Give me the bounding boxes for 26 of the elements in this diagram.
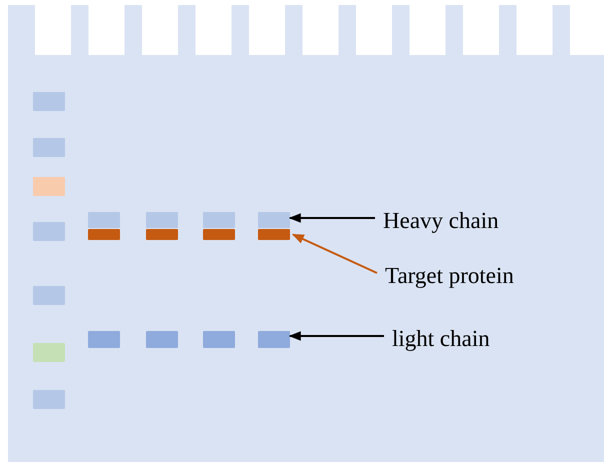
leader-arrow: [292, 234, 378, 274]
gel-background: [8, 5, 604, 462]
gel-band: [258, 331, 290, 348]
leader-arrow: [288, 213, 375, 223]
gel-band: [33, 390, 65, 409]
band-label: Heavy chain: [383, 207, 499, 235]
gel-band: [88, 331, 120, 348]
gel-band: [33, 286, 65, 305]
gel-band: [146, 212, 178, 228]
gel-band: [203, 212, 235, 228]
gel-band: [33, 138, 65, 157]
band-label: light chain: [392, 325, 490, 353]
gel-band: [33, 177, 65, 196]
gel-band: [33, 222, 65, 241]
gel-band: [203, 229, 235, 240]
gel-band: [88, 229, 120, 240]
leader-arrow: [288, 331, 384, 341]
gel-band: [203, 331, 235, 348]
gel-band: [258, 212, 290, 228]
gel-band: [33, 343, 65, 362]
gel-band: [88, 212, 120, 228]
gel-band: [146, 229, 178, 240]
gel-band: [146, 331, 178, 348]
gel-band: [33, 92, 65, 111]
gel-band: [258, 229, 290, 240]
band-label: Target protein: [385, 262, 514, 290]
